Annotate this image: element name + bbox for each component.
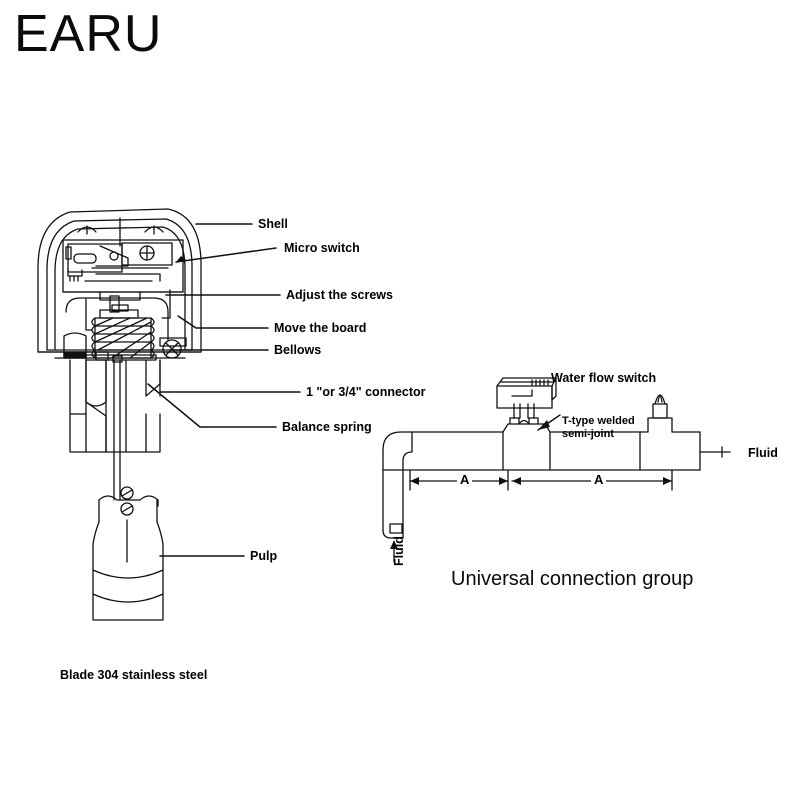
- callout-tee-joint-line2: semi-joint: [562, 428, 614, 440]
- callout-shell: Shell: [258, 217, 288, 231]
- paddle-blade: [92, 486, 164, 621]
- housing-base: [54, 354, 186, 361]
- dimension-lines: [409, 469, 673, 491]
- inner-left-block: [63, 332, 87, 359]
- label-fluid-outlet: Fluid: [748, 446, 778, 460]
- footnote-blade-material: Blade 304 stainless steel: [60, 668, 208, 682]
- callout-connector: 1 "or 3/4" connector: [306, 385, 426, 399]
- callout-adjust-screws: Adjust the screws: [286, 288, 393, 302]
- tee-joint-leader: [537, 414, 561, 431]
- callout-balance-spring: Balance spring: [282, 420, 372, 434]
- callout-move-board: Move the board: [274, 321, 367, 335]
- cover-domes: [77, 225, 164, 235]
- bellows-coil: [91, 317, 155, 359]
- piping-assembly: [382, 377, 731, 539]
- inlet-arrow: [390, 540, 398, 563]
- callout-tee-joint-line1: T-type welded: [562, 415, 635, 427]
- callout-water-flow-switch: Water flow switch: [551, 371, 657, 385]
- adjust-screw: [159, 337, 187, 359]
- connector-body: [69, 351, 161, 453]
- callout-bellows: Bellows: [274, 343, 322, 357]
- callout-leaders-left: [147, 223, 301, 557]
- callout-pulp: Pulp: [250, 549, 278, 563]
- dimension-a-right: A: [591, 472, 607, 487]
- internal-frame: [62, 239, 184, 293]
- brand-logo: EARU: [14, 5, 163, 63]
- paddle-stem: [112, 355, 123, 501]
- dimension-a-left: A: [457, 472, 473, 487]
- moving-board: [62, 289, 184, 341]
- figure-caption-universal-connection-group: Universal connection group: [451, 568, 694, 590]
- callout-micro-switch: Micro switch: [284, 241, 360, 255]
- label-fluid-inlet: Fluid: [392, 536, 406, 566]
